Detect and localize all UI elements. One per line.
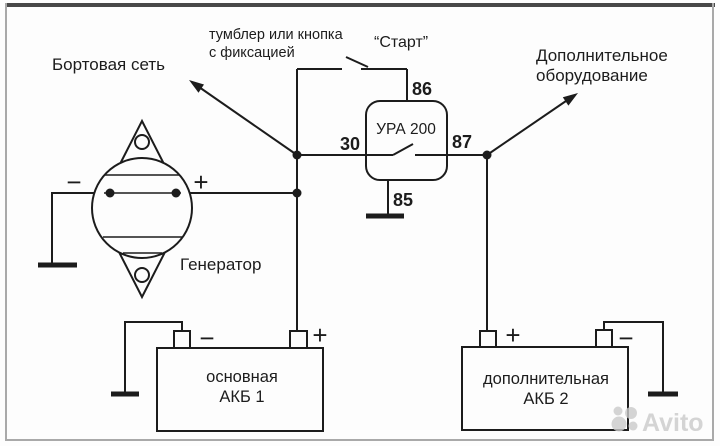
battery-aux-label-line1: дополнительная (483, 370, 609, 388)
battery-aux-terminal-plus (479, 330, 497, 348)
arrowhead-onboard-network (189, 80, 204, 93)
toggle-switch-label-line2: с фиксацией (209, 45, 295, 61)
toggle-switch-blade (345, 56, 369, 68)
battery-aux-plus-sign: + (505, 320, 520, 350)
generator-detail-lines (103, 174, 182, 254)
battery-aux-symbol (461, 329, 629, 431)
battery-main-terminal-plus (289, 330, 308, 349)
battery-main-terminal-minus (173, 330, 191, 349)
battery-aux-terminal-minus (595, 329, 613, 348)
battery-main-symbol (156, 330, 324, 432)
avito-logo-dot (625, 407, 637, 419)
avito-logo-dot (628, 421, 638, 431)
generator-terminal-minus-dot (105, 188, 115, 198)
junction-dot-pin87 (482, 150, 492, 160)
wire-battery-main-ground (124, 321, 183, 392)
aux-equipment-label-line2: оборудование (536, 66, 648, 85)
relay-name-label: УРА 200 (376, 121, 436, 138)
ground-symbols (38, 213, 678, 397)
generator-label: Генератор (180, 255, 261, 274)
generator-symbol (91, 118, 193, 300)
junction-dot-pin30 (292, 150, 302, 160)
frame-border-bottom (5, 439, 714, 441)
arrow-shaft-onboard-network (198, 86, 298, 156)
generator-mounting-hole-bottom (134, 267, 150, 283)
battery-aux-minus-sign: − (618, 323, 633, 353)
junction-dot-generator (292, 188, 302, 198)
generator-terminal-plus-dot (171, 188, 181, 198)
relay-contact-blade (392, 143, 414, 156)
battery-main-label-line1: основная (206, 368, 278, 386)
generator-minus-sign: − (66, 167, 81, 197)
battery-main-label-line2: АКБ 1 (219, 388, 264, 406)
avito-logo-dot (611, 416, 627, 432)
frame-border-right (712, 3, 714, 441)
frame-border-left (5, 3, 7, 441)
avito-watermark: Avito (611, 406, 704, 437)
battery-aux-label-line2: АКБ 2 (523, 390, 568, 408)
wire-battery-aux-ground (603, 321, 664, 392)
arrowhead-aux-equipment (562, 93, 578, 106)
generator-mounting-hole-top (134, 134, 150, 150)
battery-main-body (156, 347, 324, 432)
toggle-switch-label-line1: тумблер или кнопка (209, 27, 344, 43)
wire-generator-terminals (51, 192, 297, 263)
start-label: “Старт” (374, 34, 428, 51)
relay-pin-30-label: 30 (340, 134, 360, 154)
generator-body-circle (91, 157, 193, 259)
battery-main-minus-sign: − (199, 323, 214, 353)
generator-plus-sign: + (193, 167, 208, 197)
battery-aux-body (461, 346, 629, 431)
frame-border-top (5, 3, 715, 7)
avito-logo-icon (611, 406, 638, 432)
relay-pin-86-label: 86 (412, 79, 432, 99)
avito-watermark-text: Avito (642, 409, 704, 437)
wiring (51, 56, 664, 392)
relay-symbol (365, 100, 448, 181)
relay-contact (366, 143, 447, 156)
onboard-network-label: Бортовая сеть (52, 55, 165, 74)
relay-pin-87-label: 87 (452, 132, 472, 152)
avito-logo-dot (613, 406, 623, 416)
arrow-shaft-aux-equipment (486, 100, 567, 156)
aux-equipment-label-line1: Дополнительное (536, 46, 668, 65)
battery-main-plus-sign: + (312, 320, 327, 350)
relay-pin-85-label: 85 (393, 190, 413, 210)
relay-body (365, 100, 448, 181)
